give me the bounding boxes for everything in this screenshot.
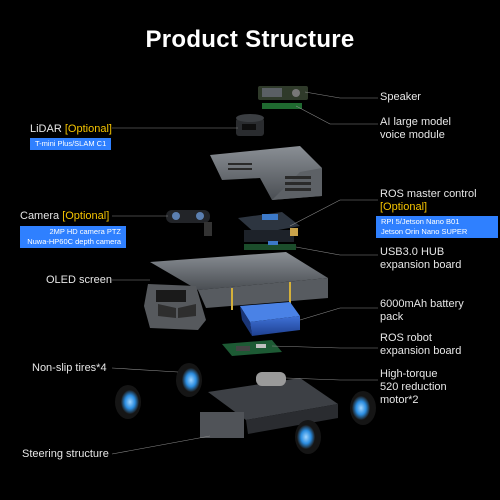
label-expansion-line2: expansion board — [380, 345, 462, 357]
tag-ros-master-line1: RPI 5/Jetson Nano B01 — [381, 217, 460, 226]
top-cover — [210, 146, 322, 200]
label-battery-line1: 6000mAh battery — [380, 298, 464, 310]
wheel-front-left — [115, 385, 141, 419]
label-camera: Camera [Optional] — [20, 210, 109, 223]
label-usb-hub: USB3.0 HUB expansion board — [380, 246, 461, 272]
tag-camera-line1: 2MP HD camera PTZ — [49, 227, 121, 236]
label-expansion-line1: ROS robot — [380, 332, 432, 344]
label-camera-optional: [Optional] — [62, 210, 110, 222]
label-ros-master-optional: [Optional] — [380, 201, 428, 213]
label-ai-line1: AI large model — [380, 116, 451, 128]
lidar-part — [236, 114, 264, 136]
wheel-back-left — [176, 363, 202, 397]
label-lidar: LiDAR [Optional] — [30, 123, 112, 136]
wheel-front-right — [295, 420, 321, 454]
usb-hub-board — [244, 241, 296, 250]
label-motor-line3: motor*2 — [380, 394, 419, 406]
label-battery-line2: pack — [380, 311, 404, 323]
oled-bumper — [144, 284, 206, 330]
label-oled-screen: OLED screen — [46, 274, 113, 286]
tag-ros-master-line2: Jetson Orin Nano SUPER — [381, 227, 468, 236]
label-ros-master-text: ROS master control — [380, 188, 477, 200]
label-motor-line1: High-torque — [380, 368, 438, 380]
wheel-back-right — [350, 391, 376, 425]
label-motor: High-torque 520 reduction motor*2 — [380, 368, 447, 407]
label-steering: Steering structure — [22, 448, 109, 460]
tag-camera: 2MP HD camera PTZ Nuwa-HP60C depth camer… — [20, 226, 126, 248]
label-ros-master: ROS master control [Optional] — [380, 188, 477, 214]
label-usb-line1: USB3.0 HUB — [380, 246, 445, 258]
label-lidar-text: LiDAR — [30, 123, 62, 135]
label-ai-line2: voice module — [380, 129, 445, 141]
ai-voice-board — [262, 103, 302, 109]
expansion-board-part — [222, 340, 282, 356]
speaker-part — [258, 86, 308, 100]
tag-ros-master: RPI 5/Jetson Nano B01 Jetson Orin Nano S… — [376, 216, 498, 238]
label-speaker: Speaker — [380, 91, 421, 103]
battery-part — [240, 302, 300, 336]
page-title: Product Structure — [145, 26, 355, 53]
label-expansion-board: ROS robot expansion board — [380, 332, 461, 358]
label-battery: 6000mAh battery pack — [380, 298, 464, 324]
label-ai-voice-module: AI large model voice module — [380, 116, 451, 142]
label-camera-text: Camera — [20, 210, 60, 222]
lower-chassis — [200, 372, 338, 438]
label-lidar-optional: [Optional] — [64, 123, 112, 135]
middle-plate — [150, 252, 328, 310]
label-usb-line2: expansion board — [380, 259, 462, 271]
ros-master-board — [238, 212, 300, 242]
tag-lidar: T-mini Plus/SLAM C1 — [30, 138, 112, 150]
camera-part — [166, 210, 212, 236]
label-tires: Non-slip tires*4 — [32, 362, 107, 374]
tag-camera-line2: Nuwa-HP60C depth camera — [27, 237, 121, 246]
label-motor-line2: 520 reduction — [380, 381, 447, 393]
